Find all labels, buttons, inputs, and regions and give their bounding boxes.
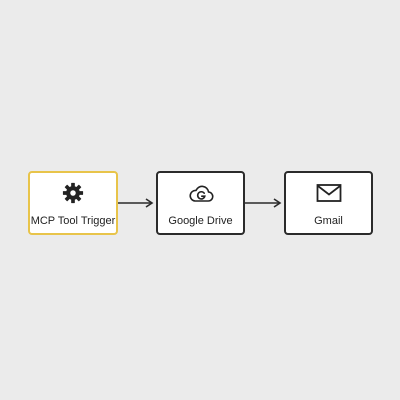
node-label: Gmail (314, 215, 343, 227)
node-label: MCP Tool Trigger (30, 215, 116, 227)
node-label: Google Drive (168, 215, 233, 227)
node-mcp-tool-trigger[interactable]: MCP Tool Trigger (28, 171, 118, 235)
connection-trigger-to-drive[interactable] (118, 198, 154, 208)
connection-drive-to-gmail[interactable] (245, 198, 282, 208)
node-gmail[interactable]: Gmail (284, 171, 373, 235)
envelope-icon (315, 179, 343, 207)
node-google-drive[interactable]: Google Drive (156, 171, 245, 235)
gear-icon (59, 179, 87, 207)
google-drive-cloud-icon (187, 179, 215, 207)
